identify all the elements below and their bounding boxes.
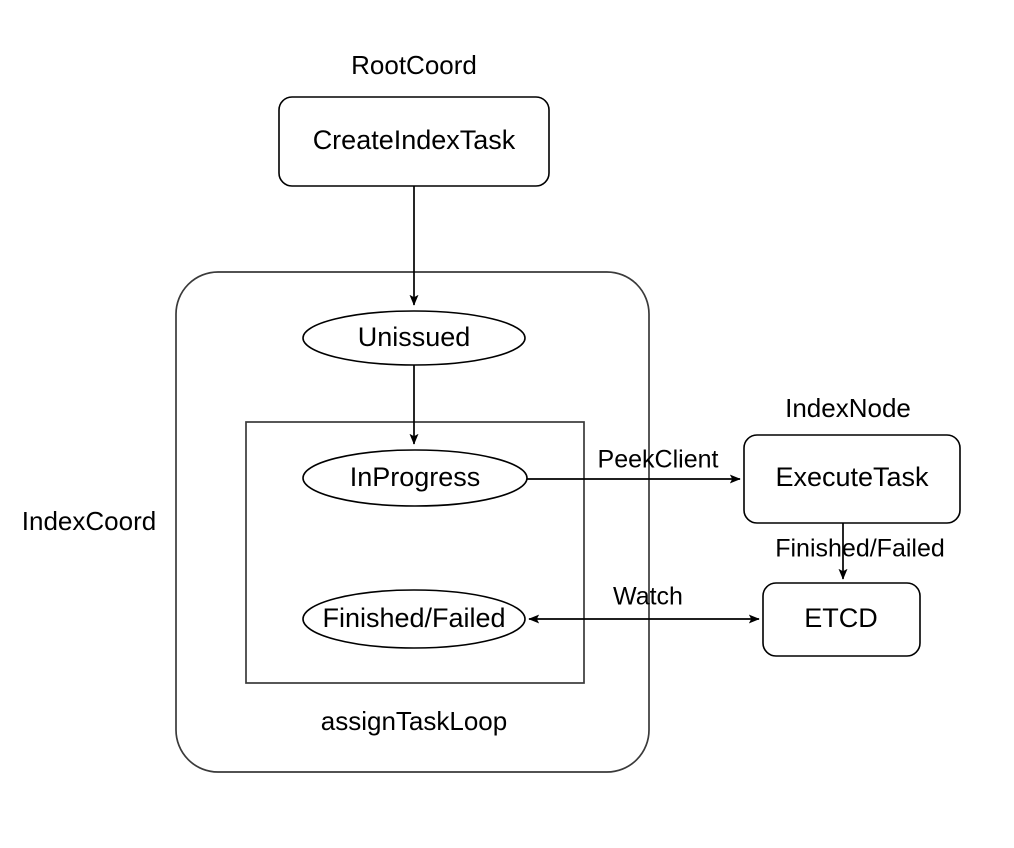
node-execute-task-label: ExecuteTask: [775, 462, 929, 492]
node-in-progress[interactable]: [302, 449, 528, 507]
node-finished-failed-label: Finished/Failed: [322, 603, 505, 633]
group-index-node-label: IndexNode: [785, 393, 911, 423]
edge-label-finished-failed: Finished/Failed: [775, 535, 945, 563]
edge-label-peek-client: PeekClient: [598, 446, 719, 474]
group-index-coord-container: [175, 271, 650, 773]
node-etcd[interactable]: [762, 582, 921, 657]
node-create-index-task[interactable]: [278, 96, 550, 187]
node-finished-failed[interactable]: [302, 589, 526, 649]
group-assign-task-loop-container: [245, 421, 585, 684]
group-index-coord-label: IndexCoord: [22, 506, 156, 536]
edge-label-watch: Watch: [613, 583, 683, 611]
node-execute-task[interactable]: [743, 434, 961, 524]
node-in-progress-label: InProgress: [350, 462, 481, 492]
group-assign-task-loop-label: assignTaskLoop: [321, 706, 507, 736]
node-create-index-task-label: CreateIndexTask: [313, 125, 516, 155]
node-etcd-label: ETCD: [804, 603, 878, 633]
node-unissued[interactable]: [302, 310, 526, 366]
node-unissued-label: Unissued: [358, 322, 471, 352]
group-root-coord-label: RootCoord: [351, 50, 477, 80]
